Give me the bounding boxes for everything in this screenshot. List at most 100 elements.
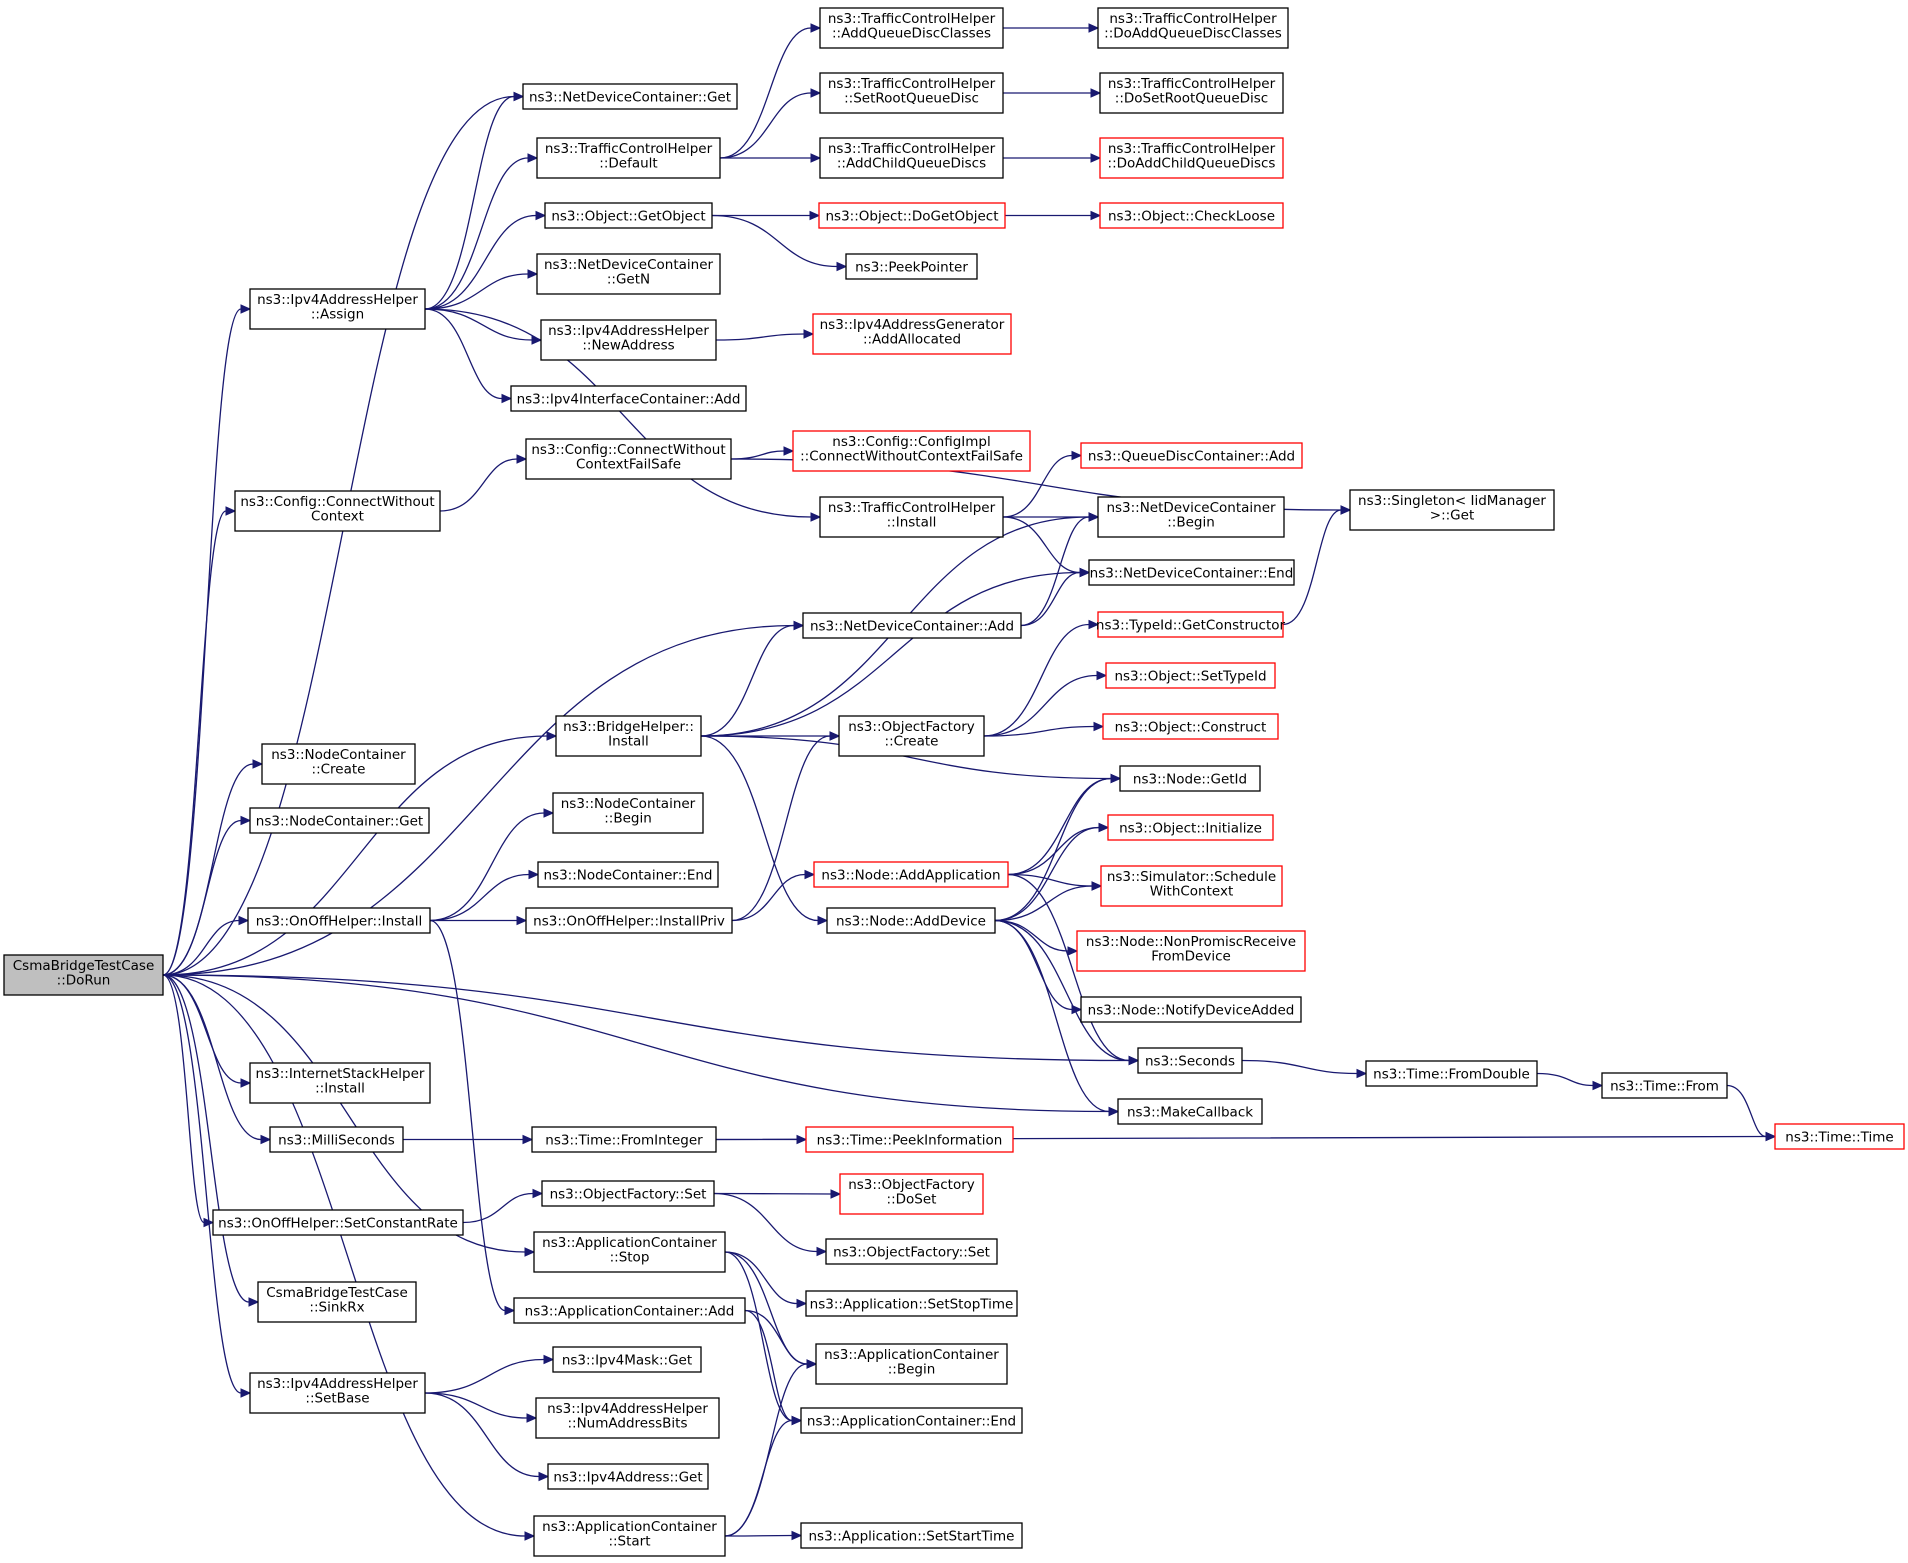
function-node-ndc-begin[interactable]: ns3::NetDeviceContainer::Begin xyxy=(1097,496,1285,538)
function-node-time-peekinfo[interactable]: ns3::Time::PeekInformation xyxy=(805,1126,1014,1153)
function-node-app-setstoptime[interactable]: ns3::Application::SetStopTime xyxy=(805,1290,1018,1317)
call-edge xyxy=(1002,450,1083,518)
function-node-onoff-installpriv[interactable]: ns3::OnOffHelper::InstallPriv xyxy=(525,907,733,934)
edge-line xyxy=(744,1309,793,1422)
function-node-time-time[interactable]: ns3::Time::Time xyxy=(1774,1123,1905,1150)
function-node-ndc-add[interactable]: ns3::NetDeviceContainer::Add xyxy=(802,612,1022,639)
function-node-node-addapp[interactable]: ns3::Node::AddApplication xyxy=(813,861,1009,888)
function-node-ipv4ic-add[interactable]: ns3::Ipv4InterfaceContainer::Add xyxy=(510,385,747,412)
function-node-node-adddevice[interactable]: ns3::Node::AddDevice xyxy=(826,907,996,934)
function-node-tch-doacqd[interactable]: ns3::TrafficControlHelper::DoAddChildQue… xyxy=(1099,137,1284,179)
function-node-ac-start[interactable]: ns3::ApplicationContainer::Start xyxy=(533,1515,726,1557)
function-node-ipv4ah-setbase[interactable]: ns3::Ipv4AddressHelper::SetBase xyxy=(249,1372,426,1414)
function-node-ish-install[interactable]: ns3::InternetStackHelper::Install xyxy=(249,1062,431,1104)
function-node-nc-end[interactable]: ns3::NodeContainer::End xyxy=(537,861,719,888)
function-node-makecallback[interactable]: ns3::MakeCallback xyxy=(1117,1098,1263,1125)
function-node-ac-stop[interactable]: ns3::ApplicationContainer::Stop xyxy=(533,1231,726,1273)
node-box xyxy=(1100,865,1283,907)
function-node-peekpointer[interactable]: ns3::PeekPointer xyxy=(845,253,978,280)
edge-line xyxy=(162,974,205,1224)
function-node-time-from[interactable]: ns3::Time::From xyxy=(1601,1072,1728,1099)
node-box xyxy=(800,1407,1023,1434)
function-node-ipv4ah-newaddr[interactable]: ns3::Ipv4AddressHelper::NewAddress xyxy=(540,319,717,361)
function-node-onoff-install[interactable]: ns3::OnOffHelper::Install xyxy=(247,907,431,934)
function-node-ms[interactable]: ns3::MilliSeconds xyxy=(269,1126,404,1153)
function-node-tch-aqdc[interactable]: ns3::TrafficControlHelper::AddQueueDiscC… xyxy=(819,7,1004,49)
node-label: ns3::ObjectFactory::Set xyxy=(550,1187,707,1203)
function-node-qdc-add[interactable]: ns3::QueueDiscContainer::Add xyxy=(1080,442,1303,469)
function-node-onoff-scr[interactable]: ns3::OnOffHelper::SetConstantRate xyxy=(212,1209,464,1236)
function-node-obj-checkloose[interactable]: ns3::Object::CheckLoose xyxy=(1099,202,1284,229)
function-node-time-fromint[interactable]: ns3::Time::FromInteger xyxy=(531,1126,717,1153)
function-node-of-set[interactable]: ns3::ObjectFactory::Set xyxy=(541,1180,715,1207)
function-node-ac-begin[interactable]: ns3::ApplicationContainer::Begin xyxy=(815,1343,1008,1385)
edge-arrowhead xyxy=(528,869,540,880)
function-node-ndc-end[interactable]: ns3::NetDeviceContainer::End xyxy=(1088,559,1295,586)
function-node-ipv4ah-assign[interactable]: ns3::Ipv4AddressHelper::Assign xyxy=(249,288,426,330)
function-node-tch-default[interactable]: ns3::TrafficControlHelper::Default xyxy=(536,137,721,179)
node-box xyxy=(1097,496,1285,538)
function-node-of-create[interactable]: ns3::ObjectFactory::Create xyxy=(838,715,985,757)
call-edge xyxy=(1536,1072,1604,1091)
call-edge xyxy=(424,308,822,522)
function-node-tch-dosrqd[interactable]: ns3::TrafficControlHelper::DoSetRootQueu… xyxy=(1099,72,1284,114)
function-node-node-getid[interactable]: ns3::Node::GetId xyxy=(1119,765,1261,792)
function-node-of-set2[interactable]: ns3::ObjectFactory::Set xyxy=(825,1238,998,1265)
node-label: ::DoAddQueueDiscClasses xyxy=(1104,26,1282,42)
function-node-tch-srqd[interactable]: ns3::TrafficControlHelper::SetRootQueueD… xyxy=(819,72,1004,114)
edge-line xyxy=(429,812,545,922)
function-node-typeid-getctor[interactable]: ns3::TypeId::GetConstructor xyxy=(1096,611,1286,638)
function-node-tch-install[interactable]: ns3::TrafficControlHelper::Install xyxy=(819,496,1004,538)
function-node-nc-create[interactable]: ns3::NodeContainer::Create xyxy=(261,743,416,785)
function-node-root[interactable]: CsmaBridgeTestCase::DoRun xyxy=(3,954,164,996)
edge-line xyxy=(424,308,503,400)
edge-arrowhead xyxy=(238,915,250,926)
edge-line xyxy=(162,819,242,976)
function-node-obj-initialize[interactable]: ns3::Object::Initialize xyxy=(1107,814,1274,841)
function-node-ac-end[interactable]: ns3::ApplicationContainer::End xyxy=(800,1407,1023,1434)
function-node-obj-settypeid[interactable]: ns3::Object::SetTypeId xyxy=(1105,662,1276,689)
function-node-cfg-impl-cwcfs[interactable]: ns3::Config::ConfigImpl::ConnectWithoutC… xyxy=(792,430,1031,472)
edge-arrowhead xyxy=(1071,450,1083,461)
node-box xyxy=(819,72,1004,114)
function-node-ndc-get[interactable]: ns3::NetDeviceContainer::Get xyxy=(522,83,738,110)
function-node-singleton-get[interactable]: ns3::Singleton< IidManager>::Get xyxy=(1349,489,1555,531)
function-node-nc-get[interactable]: ns3::NodeContainer::Get xyxy=(249,807,430,834)
function-node-seconds[interactable]: ns3::Seconds xyxy=(1137,1047,1243,1074)
edge-arrowhead xyxy=(810,23,822,33)
function-node-ipv4ah-nab[interactable]: ns3::Ipv4AddressHelper::NumAddressBits xyxy=(535,1397,720,1439)
function-node-cfg-cwcfs[interactable]: ns3::Config::ConnectWithoutContextFailSa… xyxy=(525,438,732,480)
node-box xyxy=(3,954,164,996)
function-node-app-setstarttime[interactable]: ns3::Application::SetStartTime xyxy=(800,1522,1023,1549)
function-node-ipv4mask-get[interactable]: ns3::Ipv4Mask::Get xyxy=(552,1346,702,1373)
edge-line xyxy=(424,157,529,310)
function-node-nc-begin[interactable]: ns3::NodeContainer::Begin xyxy=(552,792,704,834)
function-node-tch-doaqdc[interactable]: ns3::TrafficControlHelper::DoAddQueueDis… xyxy=(1097,7,1289,49)
function-node-obj-dogetobject[interactable]: ns3::Object::DoGetObject xyxy=(818,202,1006,229)
node-label: ::GetN xyxy=(607,272,650,288)
function-node-bridge-install[interactable]: ns3::BridgeHelper::Install xyxy=(555,715,702,757)
edge-arrowhead xyxy=(1096,670,1108,681)
function-node-ac-add[interactable]: ns3::ApplicationContainer::Add xyxy=(513,1297,746,1324)
function-node-of-doset[interactable]: ns3::ObjectFactory::DoSet xyxy=(839,1173,984,1215)
function-node-obj-getobject[interactable]: ns3::Object::GetObject xyxy=(544,202,713,229)
function-node-cfg-cwc[interactable]: ns3::Config::ConnectWithoutContext xyxy=(234,490,441,532)
function-node-cbtc-sinkrx[interactable]: CsmaBridgeTestCase::SinkRx xyxy=(257,1281,417,1323)
function-node-ipv4ag-addalloc[interactable]: ns3::Ipv4AddressGenerator::AddAllocated xyxy=(812,313,1012,355)
call-edge xyxy=(403,1134,534,1145)
edge-line xyxy=(700,735,819,922)
node-label: ns3::Application::SetStopTime xyxy=(810,1297,1014,1313)
function-node-tch-acqd[interactable]: ns3::TrafficControlHelper::AddChildQueue… xyxy=(819,137,1004,179)
function-node-ipv4addr-get[interactable]: ns3::Ipv4Address::Get xyxy=(547,1463,709,1490)
node-box xyxy=(1105,662,1276,689)
edge-arrowhead xyxy=(526,1413,538,1423)
function-node-node-nda[interactable]: ns3::Node::NotifyDeviceAdded xyxy=(1080,996,1302,1023)
node-label: ns3::Object::CheckLoose xyxy=(1108,209,1275,225)
function-node-ndc-getn[interactable]: ns3::NetDeviceContainer::GetN xyxy=(536,253,721,295)
node-label: ::Stop xyxy=(610,1250,650,1266)
function-node-obj-construct[interactable]: ns3::Object::Construct xyxy=(1102,713,1279,740)
node-box xyxy=(818,202,1006,229)
function-node-time-fromdouble[interactable]: ns3::Time::FromDouble xyxy=(1365,1060,1538,1087)
